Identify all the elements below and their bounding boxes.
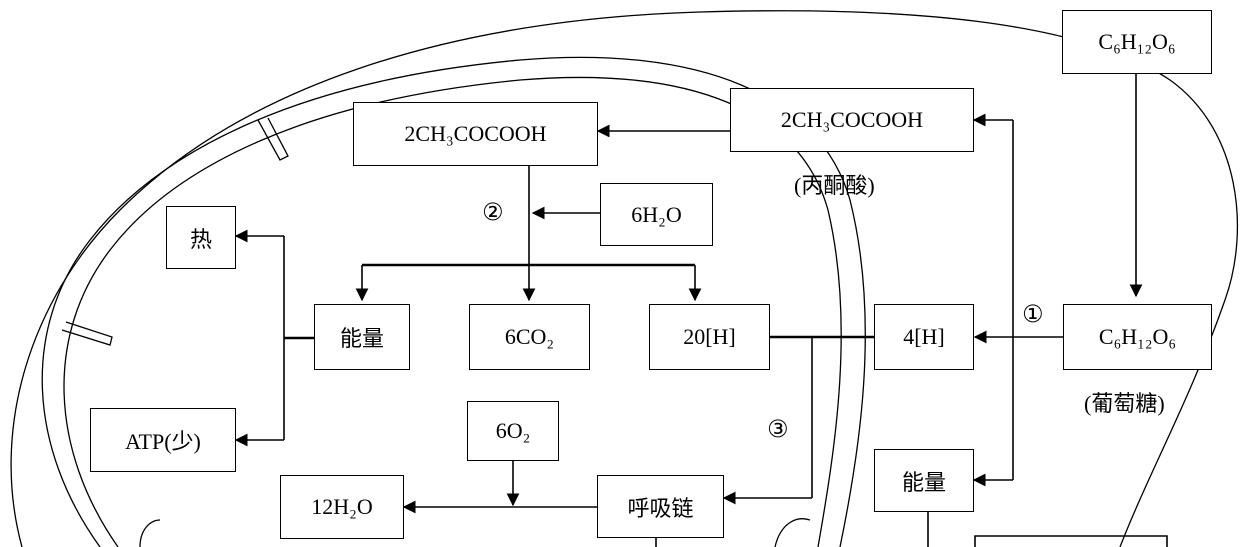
glucose-name-label: (葡萄糖) [1084, 391, 1165, 416]
energy-cyto-box: 能量 [874, 449, 974, 512]
glucose-mid-box: C₆H₁₂O₆ [1063, 304, 1212, 370]
oxygen-box: 6O₂ [467, 401, 559, 461]
step-2-marker: ② [482, 198, 504, 226]
mito-inner-membrane [63, 76, 842, 547]
hydrogen-4-box: 4[H] [874, 304, 974, 370]
step-3-marker: ③ [767, 415, 789, 443]
crista [774, 518, 811, 547]
crista [61, 321, 113, 346]
atp-box: ATP(少) [90, 408, 236, 472]
glucose-top-box: C₆H₁₂O₆ [1062, 10, 1212, 74]
water-in-box: 6H₂O [600, 183, 713, 246]
crista [139, 519, 161, 547]
pyruvate-name-label: (丙酮酸) [794, 173, 875, 198]
energy-mito-box: 能量 [314, 304, 410, 370]
crista [257, 117, 289, 161]
hydrogen-20-box: 20[H] [649, 304, 770, 370]
step-1-marker: ① [1022, 300, 1044, 328]
pyruvate-outer-box: 2CH₃COCOOH [730, 88, 974, 152]
mito-outer-membrane [41, 56, 866, 547]
respiratory-chain-box: 呼吸链 [597, 475, 724, 538]
water-out-box: 12H₂O [280, 475, 404, 539]
heat-box: 热 [166, 206, 236, 269]
cell-membrane [10, 10, 1238, 547]
pyruvate-inner-box: 2CH₃COCOOH [353, 102, 598, 166]
co2-box: 6CO₂ [469, 304, 590, 370]
